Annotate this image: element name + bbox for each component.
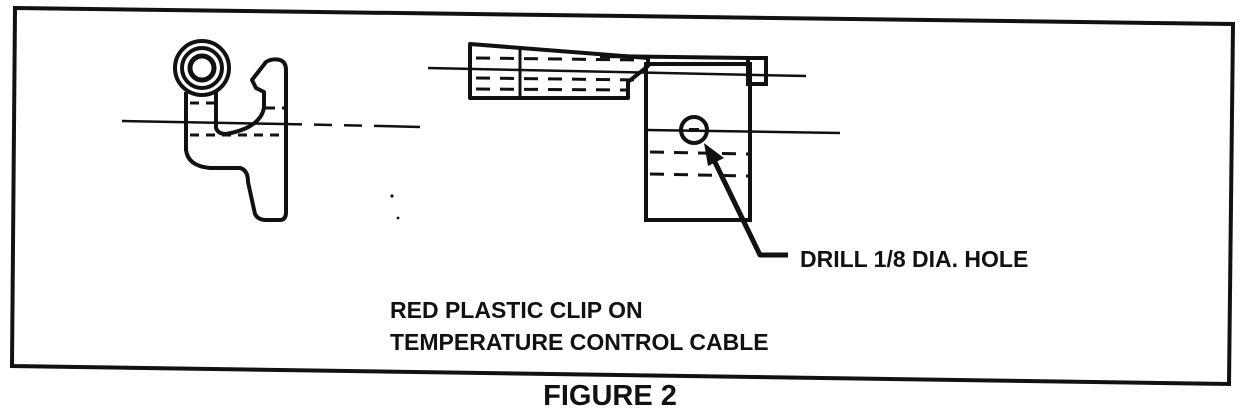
caption-line-2: TEMPERATURE CONTROL CABLE — [390, 329, 769, 355]
caption-line-1: RED PLASTIC CLIP ON — [390, 297, 643, 323]
block-centerline — [645, 128, 841, 135]
clip-hook-outline — [184, 57, 288, 222]
scan-speck — [390, 194, 394, 198]
scan-speck — [396, 216, 400, 220]
cable-centerline — [427, 66, 807, 78]
clip-block — [644, 62, 752, 222]
clip-side-profile — [173, 39, 288, 222]
figure-frame — [9, 5, 1236, 387]
drill-hole-marker — [679, 115, 709, 145]
clip-top-view — [427, 42, 841, 222]
eyelet-ring — [173, 39, 231, 97]
callout-text: DRILL 1/8 DIA. HOLE — [800, 246, 1028, 272]
callout-arrow — [704, 143, 788, 258]
centerline-left — [121, 119, 421, 129]
figure-label: FIGURE 2 — [543, 380, 677, 410]
